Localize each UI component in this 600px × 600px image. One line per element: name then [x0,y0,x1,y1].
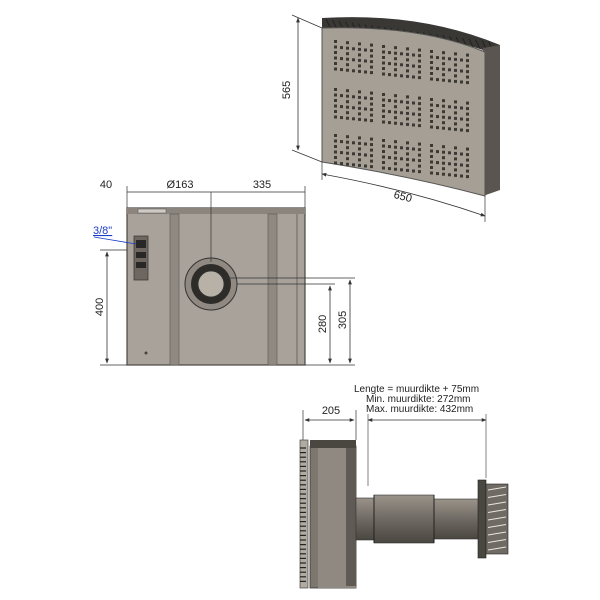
perforation-grid [334,40,469,179]
rear-view: 40 Ø163 335 3/8" 400 280 305 [93,179,355,366]
wall-terminal [477,479,509,559]
dim-diameter-label: Ø163 [167,179,194,191]
dim-thread-label: 3/8" [93,225,112,237]
front-view: 565 650 [281,14,500,222]
side-panel [483,45,500,196]
dim-height-label: 400 [94,298,106,316]
gas-connector [133,235,149,281]
dim-height-label: 565 [281,81,293,99]
heater-side-front [299,439,309,589]
flue-outlet [184,257,238,311]
dim-depth-label: 205 [322,405,340,417]
flue-pipe [355,494,481,544]
dim-width-label: 650 [392,189,413,205]
note-min-wall: Min. muurdikte: 272mm [366,394,470,405]
note-length: Lengte = muurdikte + 75mm [354,384,479,395]
dim-height-565: 565 [281,14,323,163]
dim-center-high-label: 305 [337,311,349,329]
dim-right-label: 335 [253,179,271,191]
dim-center-low-label: 280 [317,315,329,333]
dim-width-650: 650 [321,162,486,222]
side-view: Lengte = muurdikte + 75mm Min. muurdikte… [299,384,509,589]
dim-offset-label: 40 [100,179,112,191]
note-max-wall: Max. muurdikte: 432mm [366,404,473,415]
